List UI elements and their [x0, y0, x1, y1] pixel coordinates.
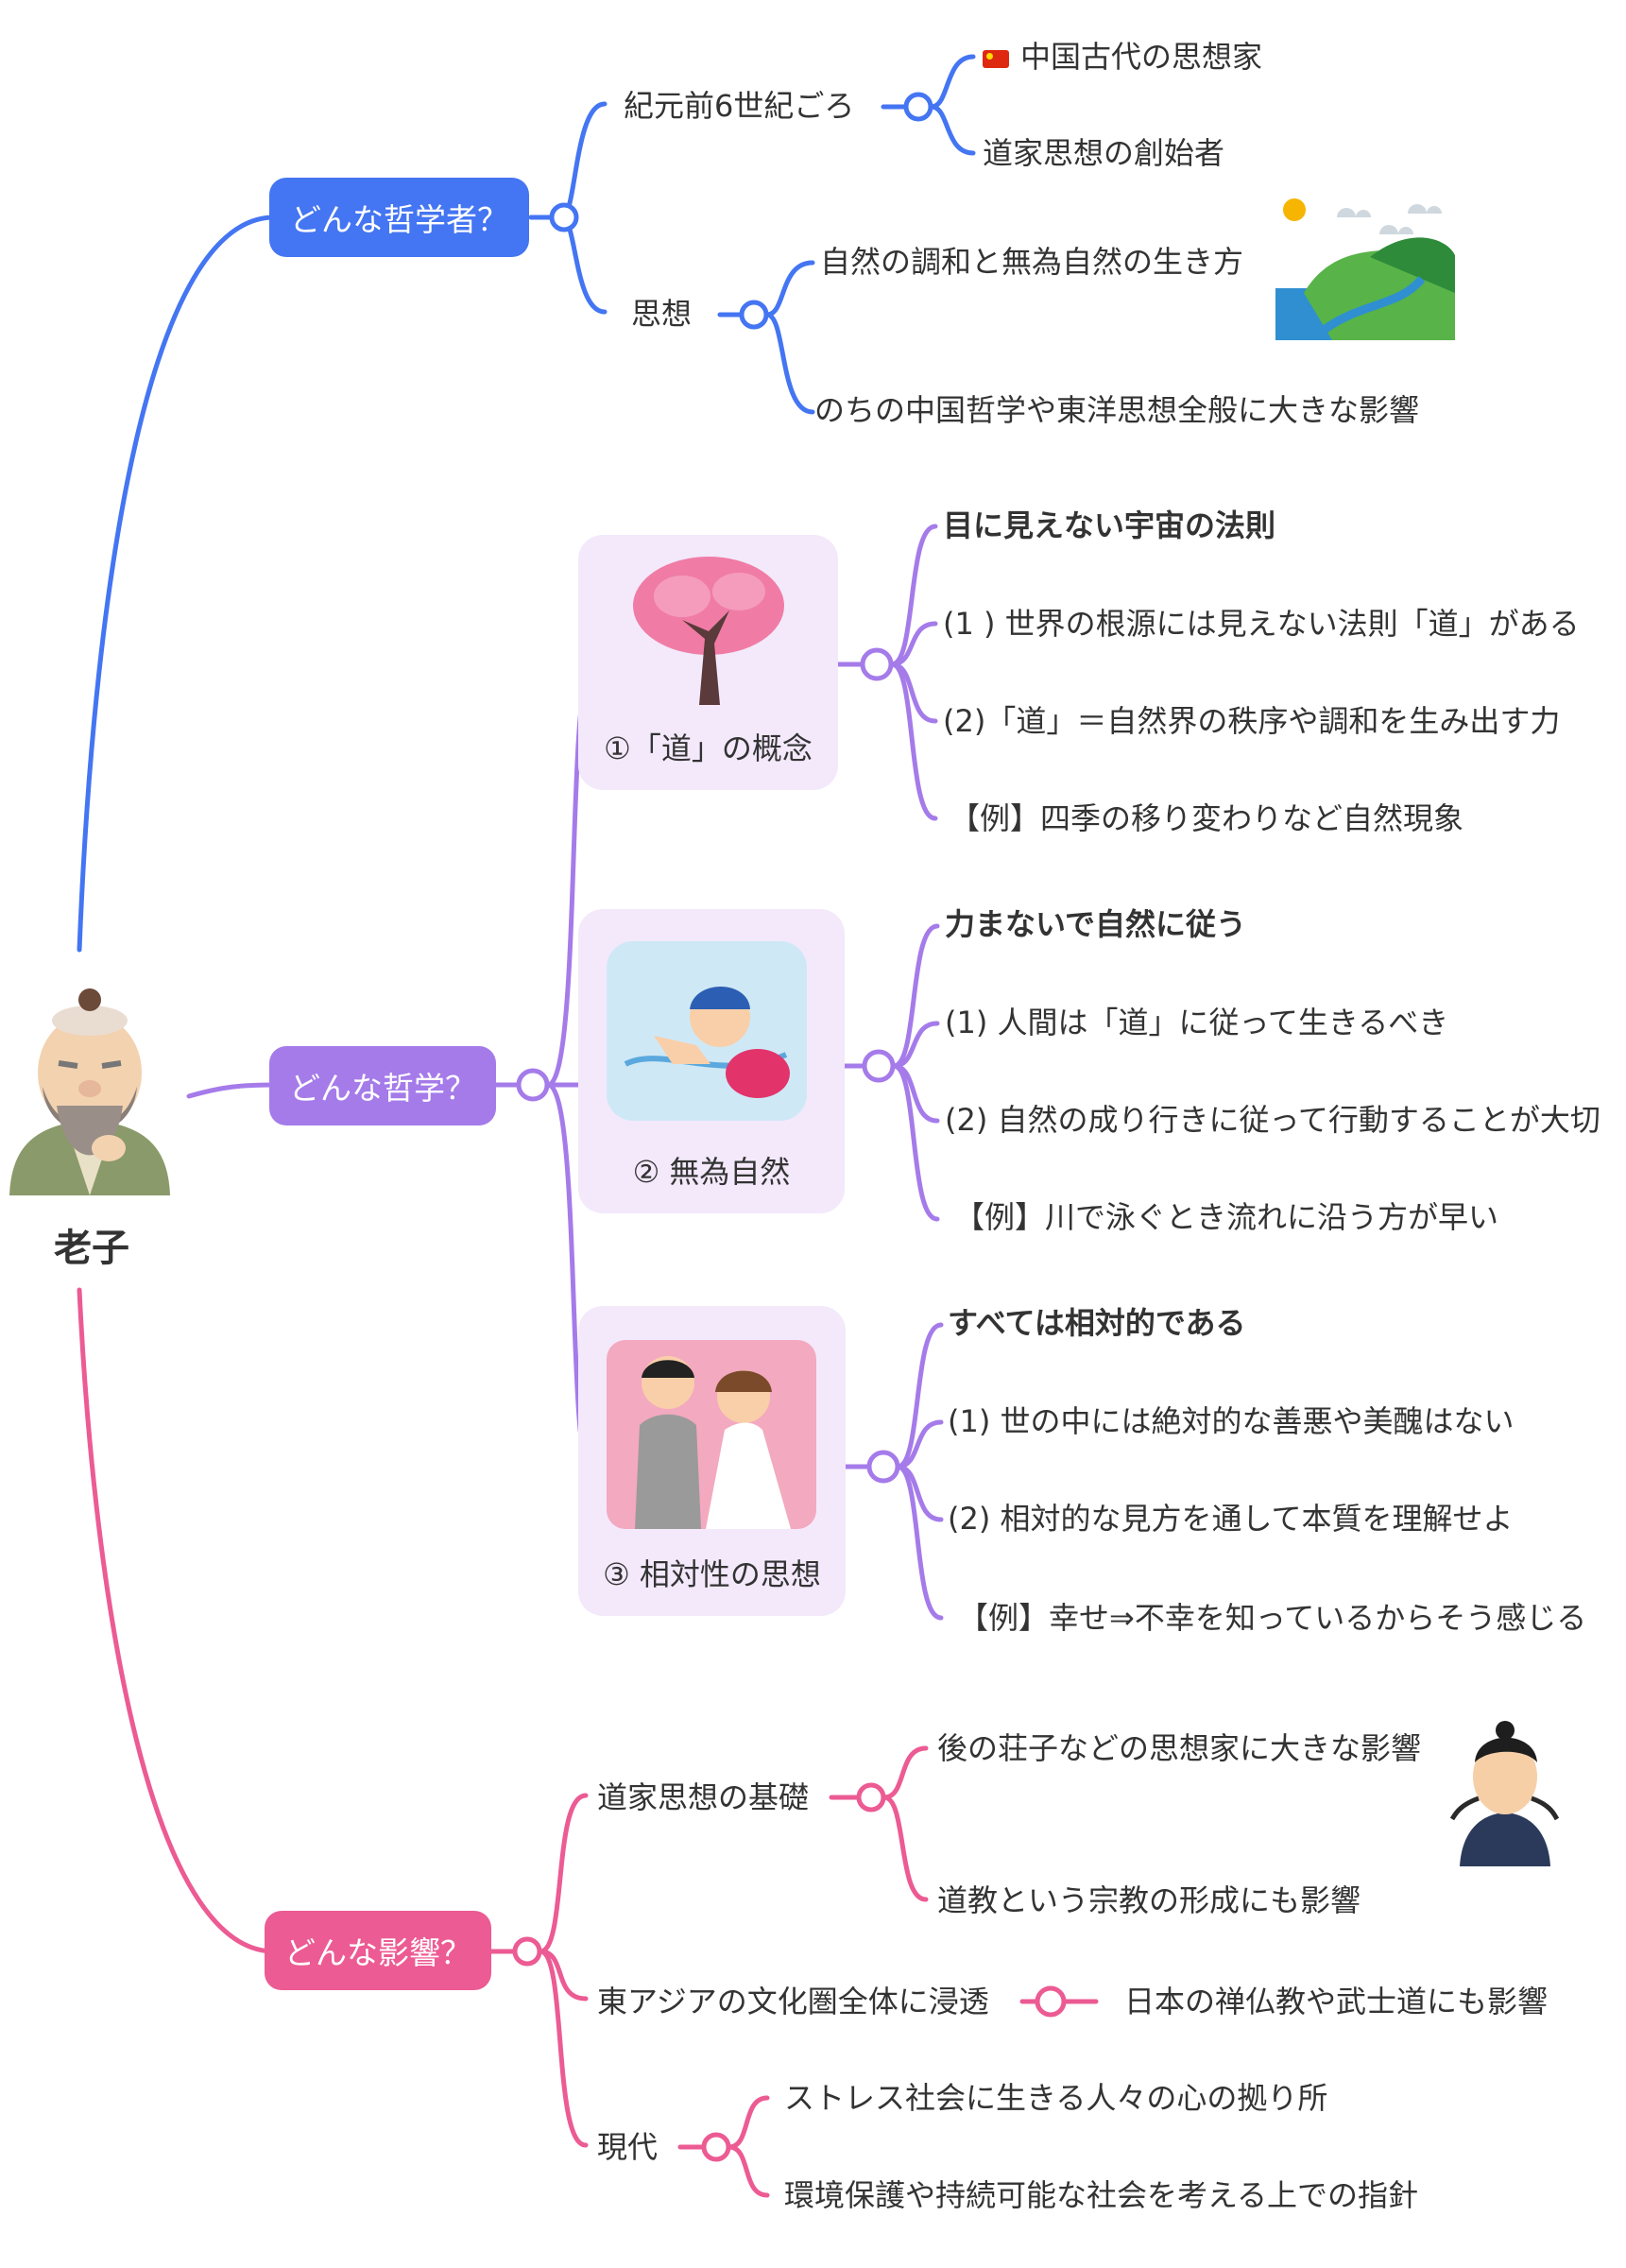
- card-caption: ①「道」の概念: [604, 730, 813, 766]
- china-flag-icon: [983, 49, 1009, 68]
- leaf-item: (1) 世の中には絶対的な善悪や美醜はない: [948, 1403, 1515, 1439]
- branch3-node-dot: [512, 1936, 542, 1967]
- sub-node-dot: [862, 1049, 896, 1083]
- branch-what-influence[interactable]: どんな影響？: [265, 1911, 491, 1990]
- leaf-nature-harmony: 自然の調和と無為自然の生き方: [820, 244, 1244, 280]
- sub-node-dot: [903, 92, 933, 122]
- leaf-founder: 道家思想の創始者: [983, 135, 1225, 171]
- root-to-branch2-line: [186, 1082, 277, 1099]
- leaf-item: (1) 人間は「道」に従って生きるべき: [945, 1005, 1449, 1040]
- leaf-later-influence: のちの中国哲学や東洋思想全般に大きな影響: [814, 392, 1420, 428]
- root-title: 老子: [54, 1227, 129, 1270]
- leaf-sustainability: 環境保護や持続可能な社会を考える上での指針: [784, 2177, 1419, 2213]
- leaf-stress-society: ストレス社会に生きる人々の心の拠り所: [784, 2080, 1328, 2116]
- subtopic-east-asia: 東アジアの文化圏全体に浸透: [597, 1984, 989, 2019]
- subtopic-thought: 思想: [631, 296, 693, 332]
- sub-node-dot: [1035, 1985, 1067, 2018]
- leaf-example: 【例】幸せ⇒不幸を知っているからそう感じる: [958, 1600, 1587, 1636]
- wedding-couple-illustration: [607, 1340, 816, 1529]
- leaf-zhuangzi: 後の荘子などの思想家に大きな影響: [937, 1730, 1422, 1766]
- leaf-title-relative: すべては相対的である: [948, 1305, 1246, 1341]
- subtopic-taoism-base: 道家思想の基礎: [597, 1779, 810, 1815]
- card-wu-wei[interactable]: ② 無為自然: [578, 909, 845, 1213]
- card-caption: ③ 相対性の思想: [603, 1556, 821, 1592]
- leaf-example: 【例】四季の移り変わりなど自然現象: [950, 800, 1464, 836]
- branch-what-philosophy[interactable]: どんな哲学？: [269, 1046, 496, 1125]
- leaf-title-relax: 力まないで自然に従う: [945, 906, 1247, 942]
- leaf-item: (1 ) 世界の根源には見えない法則「道」がある: [943, 606, 1580, 642]
- sub-node-dot: [866, 1450, 900, 1484]
- cherry-tree-illustration: [633, 557, 784, 705]
- branch-what-philosopher[interactable]: どんな哲学者？: [269, 178, 529, 257]
- leaf-taoism-religion: 道教という宗教の形成にも影響: [937, 1882, 1361, 1918]
- card-dao-concept[interactable]: ①「道」の概念: [578, 535, 838, 790]
- swimmer-illustration: [607, 941, 807, 1121]
- root-to-branch3-line: [77, 1287, 277, 1954]
- leaf-ancient-thinker: 中国古代の思想家: [983, 38, 1262, 76]
- old-sage-illustration: [9, 988, 170, 1195]
- landscape-illustration: [1275, 198, 1455, 340]
- root-to-branch1-line: [77, 215, 277, 953]
- sub-node-dot: [860, 647, 894, 681]
- sub-node-dot: [856, 1782, 886, 1813]
- card-caption: ② 無為自然: [632, 1154, 791, 1190]
- leaf-item: (2) 自然の成り行きに従って行動することが大切: [945, 1102, 1600, 1138]
- branch1-node-dot: [549, 202, 579, 232]
- subtopic-era: 紀元前6世紀ごろ: [624, 88, 855, 124]
- branch2-node-dot: [516, 1068, 550, 1102]
- subtopic-modern: 現代: [597, 2129, 659, 2165]
- leaf-item: (2) 相対的な見方を通して本質を理解せよ: [948, 1501, 1514, 1537]
- leaf-title-law: 目に見えない宇宙の法則: [943, 507, 1276, 543]
- zhuangzi-illustration: [1450, 1721, 1559, 1866]
- leaf-zen-bushido: 日本の禅仏教や武士道にも影響: [1124, 1984, 1549, 2019]
- leaf-item: (2)「道」＝自然界の秩序や調和を生み出す力: [943, 703, 1561, 739]
- sub-node-dot: [739, 300, 769, 330]
- card-relativity[interactable]: ③ 相対性の思想: [578, 1306, 846, 1616]
- leaf-example: 【例】川で泳ぐとき流れに沿う方が早い: [954, 1199, 1499, 1235]
- sub-node-dot: [701, 2132, 731, 2162]
